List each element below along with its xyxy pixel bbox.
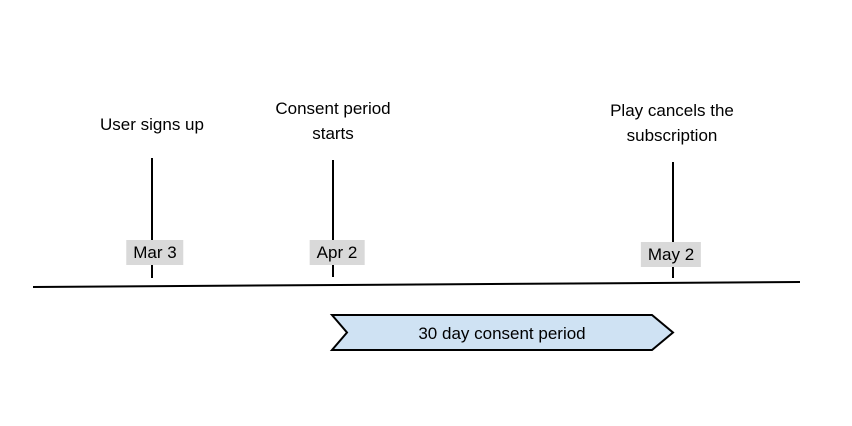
consent-period-banner-shape	[329, 314, 675, 351]
event-tick-may-2	[672, 162, 674, 278]
timeline-axis-line	[32, 281, 801, 288]
event-tick-mar-3	[151, 158, 153, 278]
event-label-consent-period-starts: Consent period starts	[275, 99, 391, 143]
consent-period-banner-label: 30 day consent period	[418, 324, 586, 343]
date-label-apr-2: Apr 2	[309, 240, 365, 265]
date-label-mar-3: Mar 3	[126, 240, 184, 265]
event-label-user-signs-up: User signs up	[100, 115, 204, 134]
event-label-play-cancels-subscription: Play cancels the subscription	[610, 101, 734, 145]
event-tick-apr-2	[332, 160, 334, 277]
date-label-may-2: May 2	[640, 242, 702, 267]
